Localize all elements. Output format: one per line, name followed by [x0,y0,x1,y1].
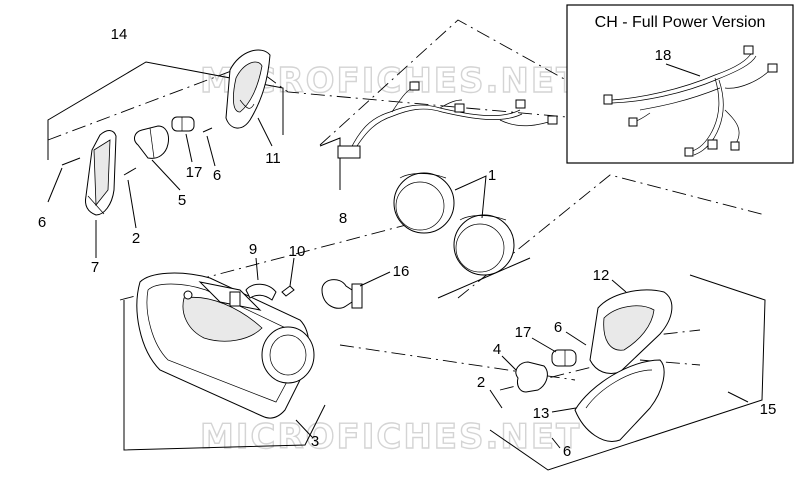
callout-6-right: 6 [554,319,562,336]
callout-9: 9 [249,241,257,258]
bulb-17-right [551,349,577,367]
left-turn-indicator-assembly [61,49,271,216]
callout-17-right: 17 [515,324,532,341]
callout-4: 4 [493,341,501,358]
callout-12: 12 [593,267,610,284]
callout-2-left: 2 [132,230,140,247]
callout-10: 10 [289,243,306,260]
callout-2-right: 2 [477,374,485,391]
wiring-harness-inset [603,45,778,157]
callout-14: 14 [111,26,128,43]
headlamp-bulb [321,279,363,309]
callout-11: 11 [265,150,281,167]
group-brackets [47,61,766,471]
callout-3: 3 [311,433,319,450]
callout-6-bottom: 6 [563,443,571,460]
bracket-clamp [245,283,277,301]
callout-7: 7 [91,259,99,276]
callout-5: 5 [178,192,186,209]
inset-title: CH - Full Power Version [595,14,766,31]
callout-8: 8 [339,210,347,227]
screw-10 [281,285,295,297]
headlamp-unit [136,272,315,419]
right-turn-indicator-assembly [515,289,673,442]
bulb-right [515,361,548,393]
leader-lines [47,117,749,449]
bulb-17-left [171,116,195,132]
bezel-rings [393,172,515,276]
bulb-left [134,125,169,159]
wiring-loom [337,81,558,159]
watermark-bottom: MICROFICHES.NET [200,417,581,457]
callout-13: 13 [533,405,550,422]
callout-6-upper: 6 [213,167,221,184]
callout-17-left: 17 [186,164,203,181]
callout-6-left: 6 [38,214,46,231]
callout-1: 1 [488,167,496,184]
full-power-inset: CH - Full Power Version 18 [566,4,794,164]
callout-15: 15 [760,401,777,418]
callout-16: 16 [393,263,410,280]
callout-18: 18 [655,47,672,64]
